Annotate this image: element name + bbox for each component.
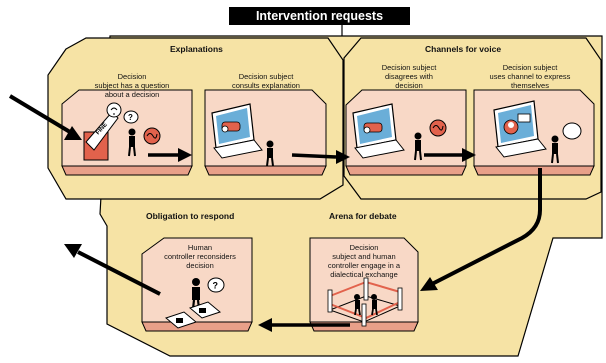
svg-text:?: ? [128, 113, 133, 122]
arrow-consults-to-disagrees [291, 150, 350, 164]
person-disagreeing-icon [414, 132, 422, 161]
diagram-title: Intervention requests [229, 7, 410, 25]
arrow-disagrees-to-expresses [424, 148, 476, 162]
debaters-icon [354, 294, 378, 316]
thinking-bubble-icon: ? [207, 277, 225, 293]
tile-question [61, 89, 193, 176]
section-explanations: Explanations [170, 44, 223, 54]
caption-reconsiders: Human controller reconsiders decision [164, 243, 236, 270]
laptop-channel-icon [493, 100, 547, 158]
caption-engage: Decision subject and human controller en… [327, 243, 401, 279]
arrow-question-to-consults [148, 148, 192, 162]
decision-buttons-icon [164, 301, 222, 329]
caption-expresses: Decision subject uses channel to express… [489, 63, 571, 90]
svg-text:?: ? [213, 281, 219, 291]
arrow-engage-to-reconsiders [258, 318, 350, 332]
laptop-decision-icon [352, 103, 405, 159]
section-arena: Arena for debate [329, 211, 397, 221]
speech-bubble-icon [562, 122, 582, 140]
section-obligation: Obligation to respond [146, 211, 235, 221]
caption-question: Decision subject has a question about a … [94, 72, 170, 99]
caption-consults: Decision subject consults explanation [232, 72, 300, 90]
person-speaking-icon [551, 135, 559, 164]
section-channels: Channels for voice [425, 44, 502, 54]
arrow-entry [8, 94, 82, 140]
person-consulting-icon [266, 140, 274, 167]
caption-disagrees: Decision subject disagrees with decision [381, 63, 437, 90]
frustration-bubble-icon [429, 119, 447, 137]
arrow-exit [64, 244, 161, 296]
laptop-explanation-icon [211, 103, 263, 159]
arrow-expresses-to-engage [420, 168, 542, 291]
debate-ring-icon [327, 277, 403, 327]
question-bubble-icon: ? [123, 110, 139, 124]
person-icon [128, 128, 136, 157]
confusion-bubble-icon [143, 127, 161, 145]
